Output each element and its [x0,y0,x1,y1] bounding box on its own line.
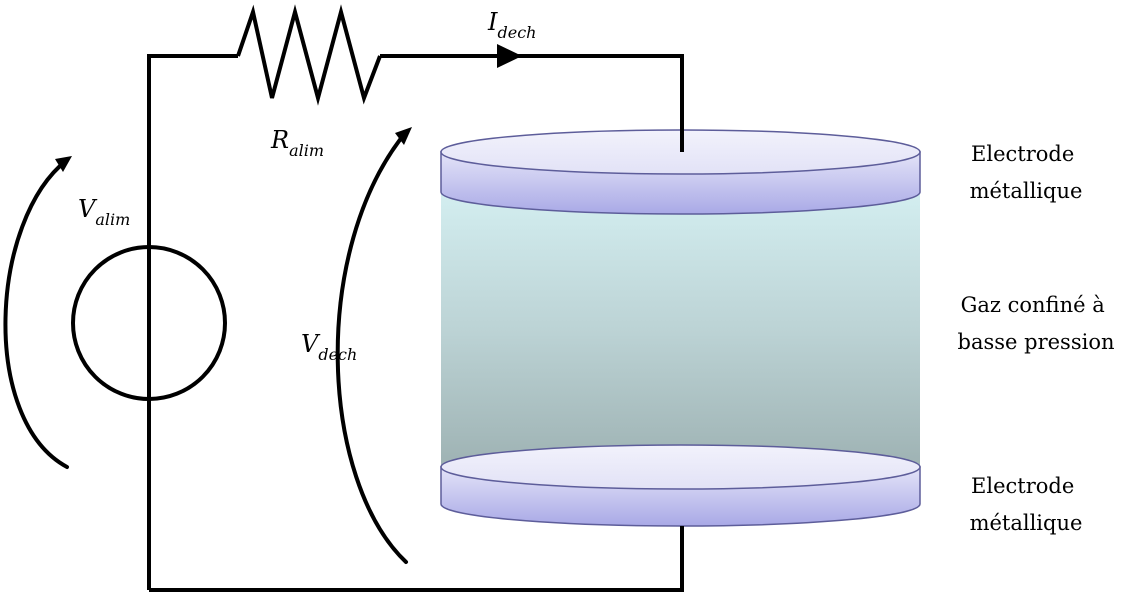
voltage-source-symbol [71,245,227,401]
wire-top-right [380,54,684,152]
v-dech-arrow [335,130,408,564]
current-arrow [497,44,522,68]
wire-bottom [149,526,684,592]
r-alim-label: Ralim [270,126,324,160]
gas-annotation: Gaz confiné à basse pression [958,293,1115,354]
wire-top-left [147,54,238,590]
v-dech-label: Vdech [301,330,357,364]
v-dech-arrowhead [395,127,412,145]
resistor-symbol [236,4,382,106]
gas-column [441,192,920,467]
bottom-electrode [440,444,921,527]
bottom-electrode-annotation: Electrode métallique [970,474,1083,535]
v-alim-arrowhead [55,156,72,172]
top-electrode-annotation: Electrode métallique [970,142,1083,203]
v-alim-label: Valim [78,195,130,229]
i-dech-label: Idech [487,8,536,42]
v-alim-arrow [3,158,69,469]
